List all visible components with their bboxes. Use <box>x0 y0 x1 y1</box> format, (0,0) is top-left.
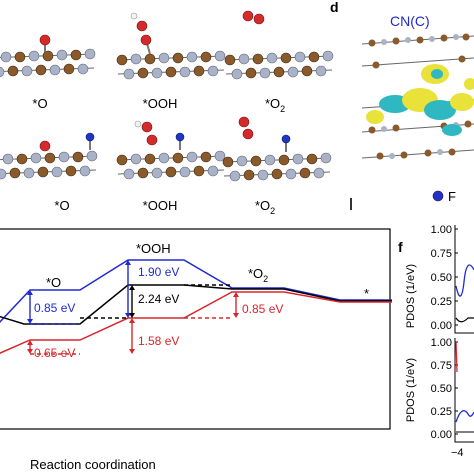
pdos-top-ylabel: PDOS (1/eV) <box>405 264 417 328</box>
pdos-top-ytick: 0.75 <box>431 248 452 260</box>
red-ooh-gap-arrow-head <box>129 318 135 323</box>
panel-d-title: CN(C) <box>390 13 430 29</box>
structure-bottom-o2 <box>223 116 331 181</box>
pdos-bottom-ytick: 0.25 <box>431 406 452 418</box>
blue-ooh-gap-arrow-head <box>125 260 131 265</box>
red-o2-gap-label: 0.85 eV <box>242 302 283 316</box>
red-o2-gap-arrow-head <box>233 292 239 297</box>
blue-o-gap-arrow-head <box>27 319 33 324</box>
label-bottom-ooh: *OOH <box>143 198 178 213</box>
blue-ooh-gap-label: 1.90 eV <box>138 265 179 279</box>
pdos-panel-bottom: PDOS (1/eV) 1.00 0.75 0.50 0.25 0.00 −4 <box>405 337 474 459</box>
pdos-top-ytick: 0.50 <box>431 272 452 284</box>
red-ooh-gap-label: 1.58 eV <box>138 334 179 348</box>
energy-xlabel: Reaction coordination <box>30 457 156 472</box>
panel-f-letter: f <box>398 239 403 255</box>
charge-density-image <box>361 33 474 168</box>
label-bottom-o: *O <box>54 198 69 213</box>
pdos-top-ytick: 1.00 <box>431 224 452 236</box>
pdos-bottom-ylabel: PDOS (1/eV) <box>405 358 417 422</box>
pdos-top-ytick: 0.00 <box>431 320 452 332</box>
black-ooh-gap-arrow-head <box>129 285 135 290</box>
pdos-bottom-ytick: 0.75 <box>431 360 452 372</box>
blue-ooh-gap-arrow-head <box>125 313 131 318</box>
structure-top-o <box>0 34 95 77</box>
pdos-top-ytick: 0.25 <box>431 296 452 308</box>
black-ooh-gap-label: 2.24 eV <box>138 292 179 306</box>
panel-d-legend-label: F <box>448 189 456 204</box>
label-top-o2: *O2 <box>265 96 285 114</box>
species-label-ooh: *OOH <box>136 241 171 256</box>
energy-diagram-frame <box>0 228 391 430</box>
red-o-gap-arrow-head <box>27 349 33 354</box>
label-top-o: *O <box>32 96 47 111</box>
energy-diagram: 0.85 eV 0.65 eV 1.90 eV 2.24 eV 1.58 eV 0.85 … <box>0 228 392 472</box>
blue-o-gap-arrow-head <box>27 290 33 295</box>
label-top-ooh: *OOH <box>143 96 178 111</box>
pdos-bottom-ytick: 0.50 <box>431 383 452 395</box>
red-o-gap-label: 0.65 eV <box>34 346 75 360</box>
species-label-o: *O <box>46 275 61 290</box>
species-label-o2: *O2 <box>248 266 268 284</box>
structure-bottom-ooh <box>117 120 225 179</box>
fluorine-legend-icon <box>432 190 444 202</box>
blue-pathway <box>0 259 392 323</box>
structure-bottom-o <box>0 132 97 179</box>
pdos-panel-top: PDOS (1/eV) 1.00 0.75 0.50 0.25 0.00 <box>405 224 474 334</box>
red-o2-gap-arrow-head <box>233 313 239 318</box>
structure-top-ooh <box>117 12 225 79</box>
pdos-xtick: −4 <box>451 447 464 459</box>
red-o-gap-arrow-head <box>27 340 33 345</box>
panel-d-letter: d <box>330 0 339 15</box>
panel-divider <box>350 198 352 210</box>
structure-top-o2 <box>225 10 333 79</box>
label-bottom-o2: *O2 <box>255 198 275 216</box>
pdos-bottom-ytick: 1.00 <box>431 337 452 349</box>
red-ooh-gap-arrow-head <box>129 349 135 354</box>
species-label-star: * <box>364 286 369 301</box>
blue-o-gap-label: 0.85 eV <box>34 301 75 315</box>
pdos-bottom-ytick: 0.00 <box>431 429 452 441</box>
black-ooh-gap-arrow-head <box>129 313 135 318</box>
